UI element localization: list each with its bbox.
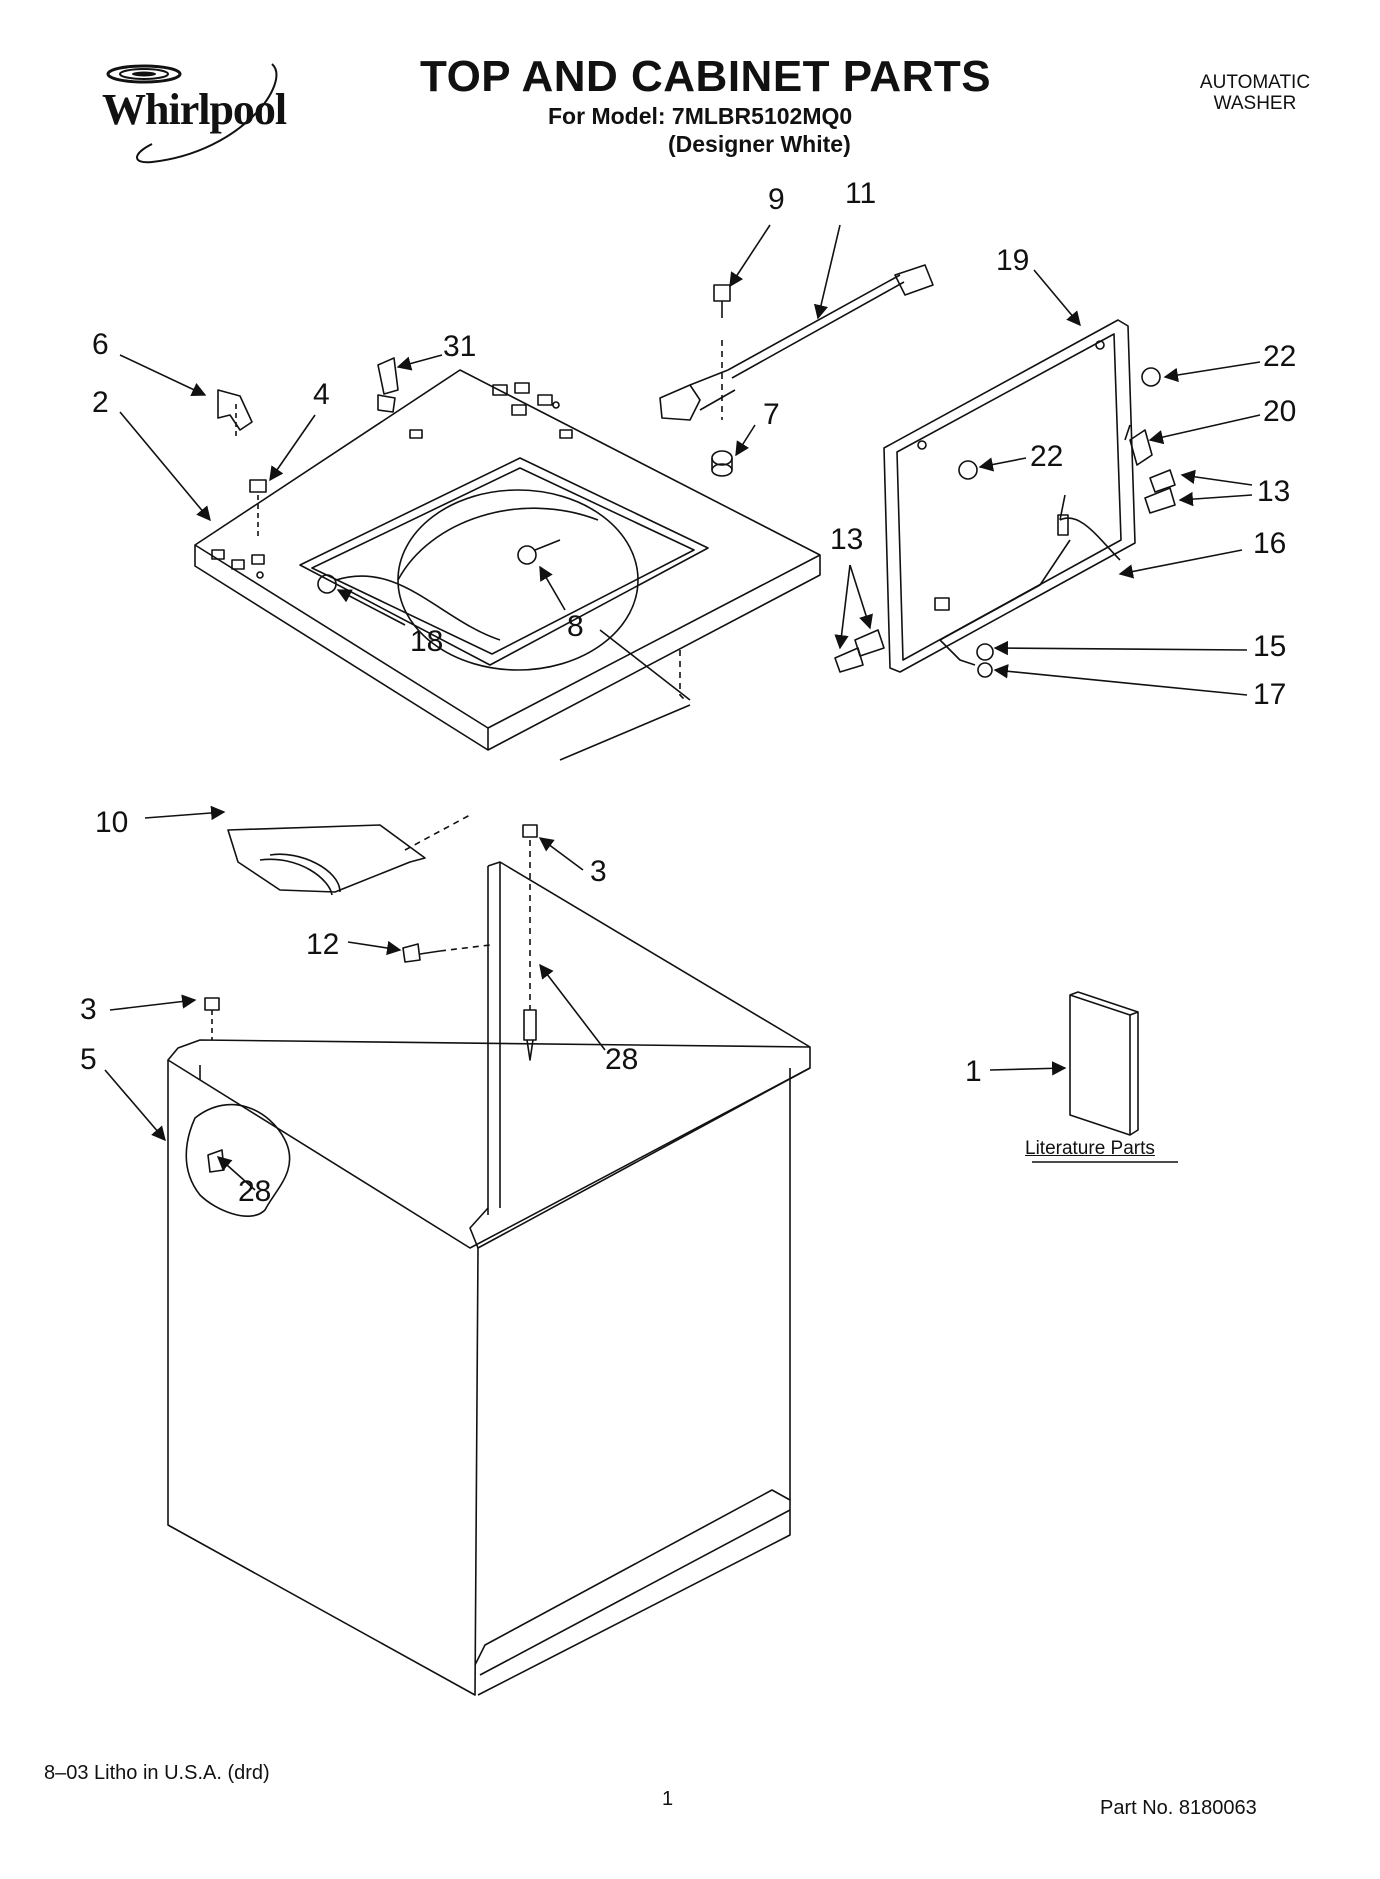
callout-8: 8 [567,610,584,643]
callout-12: 12 [306,928,340,961]
appliance-type-line-2: WASHER [1213,93,1297,114]
callout-28-front: 28 [605,1043,639,1076]
whirlpool-swirl-icon [106,63,278,164]
callout-4: 4 [313,378,330,411]
whirlpool-logo: Whirlpool [92,62,322,172]
callout-22-mid: 22 [1030,440,1064,473]
model-line: For Model: 7MLBR5102MQ0 [548,103,853,129]
callout-22-top: 22 [1263,340,1297,373]
literature-parts-label: Literature Parts [1025,1138,1155,1159]
callout-16: 16 [1253,527,1287,560]
small-clip-parts [217,357,399,540]
appliance-type: AUTOMATIC WASHER [1180,72,1330,114]
page-title: TOP AND CABINET PARTS [420,52,992,101]
callout-5: 5 [80,1043,97,1076]
wiring-harness-part [659,264,934,477]
cabinet-part [167,824,811,1696]
callout-1: 1 [965,1055,982,1088]
model-variant: (Designer White) [668,131,851,157]
part-number: Part No. 8180063 [1100,1797,1257,1819]
callout-13-right: 13 [1257,475,1291,508]
callout-2: 2 [92,386,109,419]
appliance-type-line-1: AUTOMATIC [1199,72,1311,93]
callout-13-left: 13 [830,523,864,556]
callout-18: 18 [410,625,444,658]
callout-19: 19 [996,244,1030,277]
literature-booklet [1069,991,1139,1136]
brand-wordmark: Whirlpool [102,85,287,134]
top-cover-part [194,369,821,761]
callout-11: 11 [845,177,877,210]
page-number: 1 [662,1788,674,1810]
callout-20: 20 [1263,395,1297,428]
control-panel-shield-part [227,814,471,896]
callout-9: 9 [768,183,785,216]
print-info: 8–03 Litho in U.S.A. (drd) [44,1762,270,1784]
leader-arrows [104,224,1261,1191]
callout-3-rear: 3 [80,993,97,1026]
callout-28-rear: 28 [238,1175,272,1208]
callout-7: 7 [763,398,780,431]
console-small-parts [834,367,1176,678]
callout-6: 6 [92,328,109,361]
console-frame-part [883,319,1136,673]
callout-17: 17 [1253,678,1287,711]
callout-15: 15 [1253,630,1287,663]
callout-3-front: 3 [590,855,607,888]
callout-10: 10 [95,806,129,839]
callout-31: 31 [443,330,477,363]
